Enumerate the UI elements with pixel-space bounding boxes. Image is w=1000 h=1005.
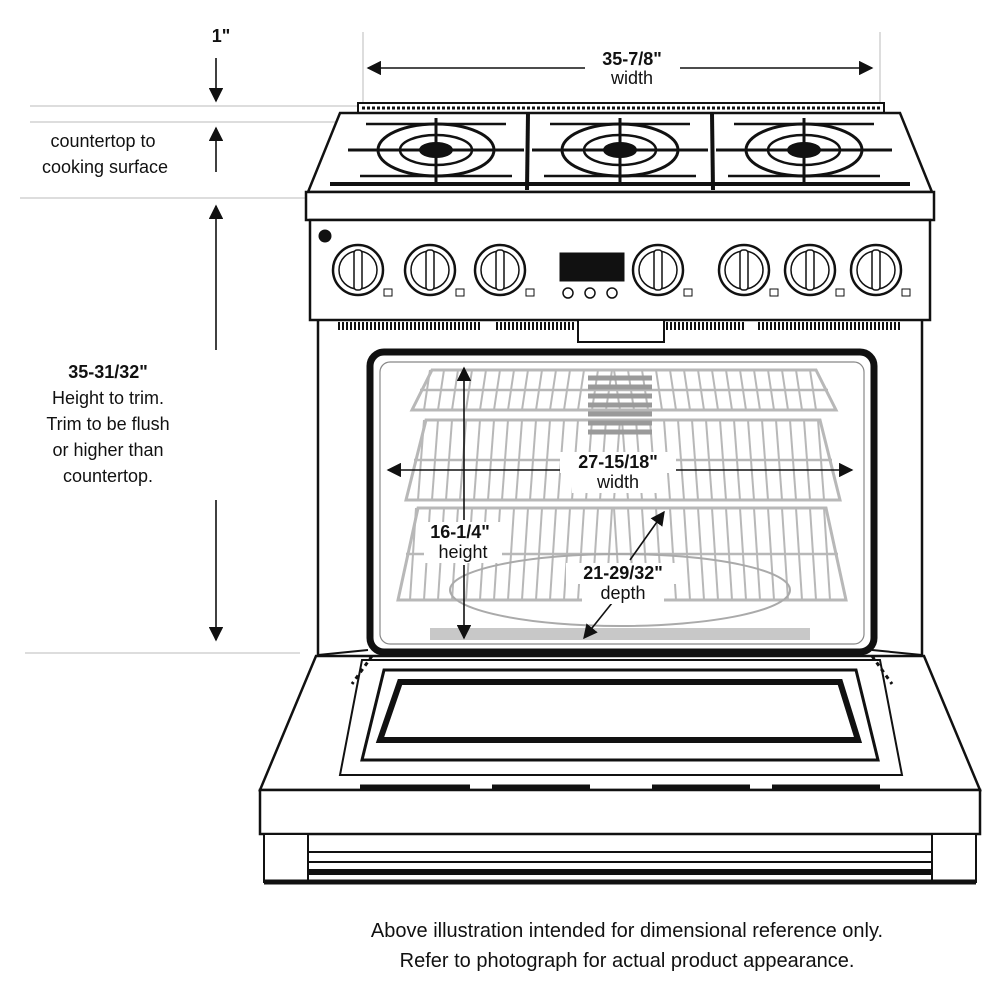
cavity-depth-label: depth — [582, 583, 664, 604]
control-knob-icon — [717, 243, 779, 297]
oven-cavity — [379, 361, 865, 645]
control-knob-icon — [473, 243, 535, 297]
trim-height-value: 35-31/32" — [68, 362, 148, 382]
burner-grate-icon — [532, 118, 708, 182]
control-knob-icon — [631, 243, 693, 297]
trim-height-note-line4: countertop. — [62, 466, 154, 486]
cavity-height-value: 16-1/4" — [418, 522, 502, 543]
trim-height-note-line1: Height to trim. — [51, 388, 165, 408]
display-panel — [559, 252, 625, 282]
reference-lines — [20, 32, 881, 654]
grate-divider — [525, 112, 530, 191]
kick-plate — [307, 851, 933, 883]
cavity-height-label: height — [424, 542, 502, 563]
control-knob-icon — [783, 243, 845, 297]
dimension-arrows — [208, 58, 874, 642]
oven-rack — [409, 368, 839, 412]
door-window — [375, 679, 863, 743]
gap-label-line2: cooking surface — [41, 157, 169, 177]
control-knob-icon — [403, 243, 465, 297]
disclaimer-line1: Above illustration intended for dimensio… — [370, 920, 884, 942]
oven-cavity-gasket — [366, 348, 878, 656]
open-door — [258, 649, 982, 836]
cavity-width-label: width — [572, 472, 664, 493]
cavity-dimension-arrows — [386, 366, 854, 640]
oven-body — [316, 320, 924, 656]
control-panel — [304, 190, 936, 322]
convection-fan-icon — [588, 375, 652, 435]
grate-divider — [710, 112, 715, 191]
cooktop — [306, 102, 934, 194]
top-trim — [304, 190, 936, 222]
logo-icon — [318, 229, 332, 243]
overall-width-label: width — [610, 68, 654, 88]
display-buttons — [562, 287, 618, 299]
door-outer-panel — [258, 788, 982, 836]
cavity-depth-arrow-top — [629, 510, 665, 561]
control-knob-icon — [849, 243, 911, 297]
cavity-width-value: 27-15/18" — [560, 452, 676, 473]
gap-value: 1" — [211, 26, 231, 46]
trim-height-note-line2: Trim to be flush — [46, 414, 170, 434]
overall-width-value: 35-7/8" — [602, 49, 662, 69]
door-latch — [577, 319, 665, 343]
cavity-depth-value: 21-29/32" — [566, 563, 680, 584]
burner-grate-icon — [348, 118, 524, 182]
control-knob-icon — [331, 243, 393, 297]
cavity-depth-arrow-bottom — [583, 602, 613, 640]
base-kick-plate — [263, 833, 977, 885]
disclaimer-line2: Refer to photograph for actual product a… — [399, 950, 855, 972]
burner-grate-icon — [716, 118, 892, 182]
back-vent — [357, 102, 885, 114]
trim-height-note-line3: or higher than — [52, 440, 164, 460]
gap-label-line1: countertop to — [50, 131, 156, 151]
